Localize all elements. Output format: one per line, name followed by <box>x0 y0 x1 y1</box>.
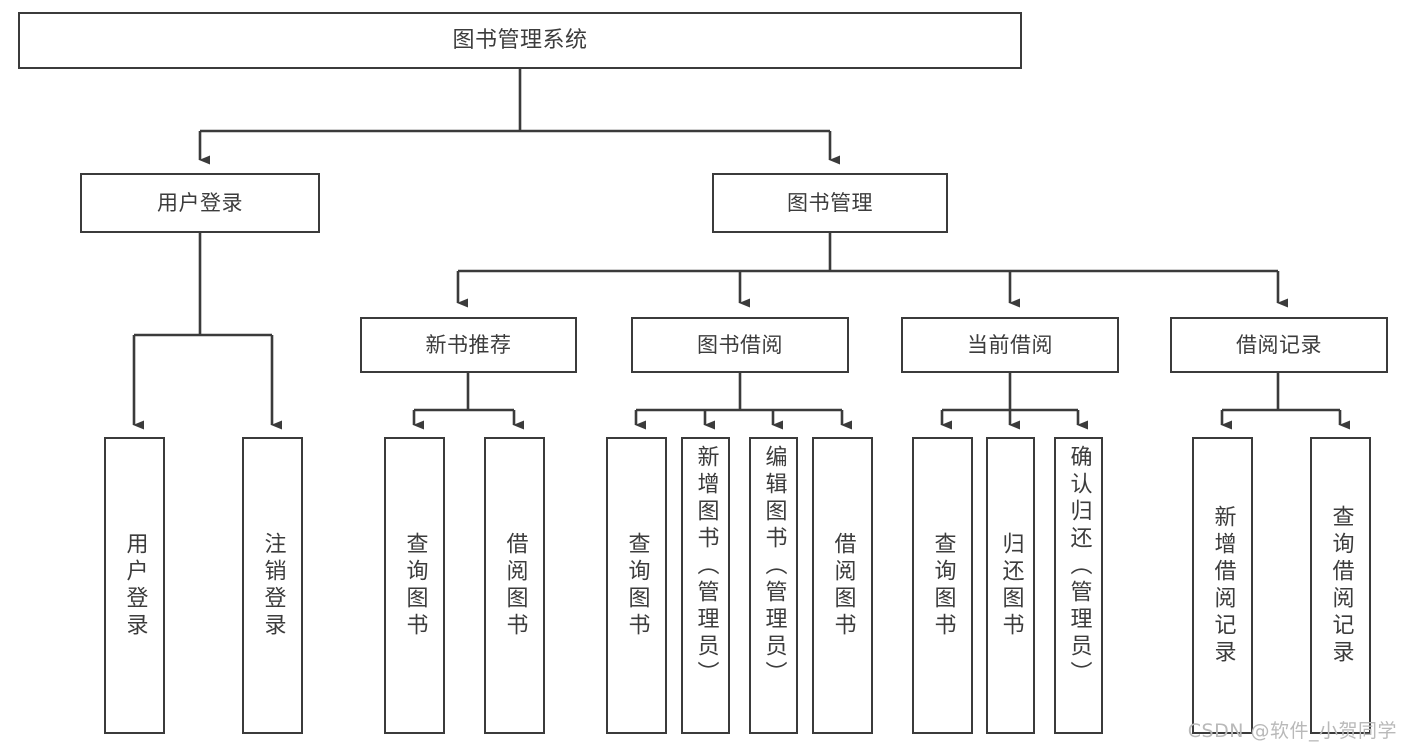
node-label: 图书管理 <box>787 190 873 215</box>
leaf-label: 用户登录 <box>122 531 148 640</box>
watermark-text: CSDN @软件_小贺同学 <box>1187 720 1397 742</box>
leaf-record-add-record[interactable]: 新增借阅记录 <box>1192 437 1253 734</box>
leaf-label: 新增借阅记录 <box>1210 504 1236 667</box>
leaf-label: 查询图书 <box>930 531 956 640</box>
leaf-borrow-edit-book-admin[interactable]: 编辑图书（管理员） <box>749 437 798 734</box>
node-new-book-recommend[interactable]: 新书推荐 <box>360 317 577 373</box>
leaf-label: 查询借阅记录 <box>1328 504 1354 667</box>
leaf-label: 查询图书 <box>624 531 650 640</box>
leaf-label: 新增图书（管理员） <box>693 445 719 688</box>
node-label: 图书借阅 <box>697 332 783 357</box>
leaf-user-login-logout[interactable]: 注销登录 <box>242 437 303 734</box>
leaf-current-confirm-return-admin[interactable]: 确认归还（管理员） <box>1054 437 1103 734</box>
node-borrow-record[interactable]: 借阅记录 <box>1170 317 1388 373</box>
node-root-system[interactable]: 图书管理系统 <box>18 12 1022 69</box>
leaf-label: 借阅图书 <box>502 531 528 640</box>
leaf-current-return-book[interactable]: 归还图书 <box>986 437 1035 734</box>
leaf-borrow-borrow-book[interactable]: 借阅图书 <box>812 437 873 734</box>
node-label: 用户登录 <box>157 190 243 215</box>
node-user-login[interactable]: 用户登录 <box>80 173 320 233</box>
node-book-borrow[interactable]: 图书借阅 <box>631 317 849 373</box>
node-book-management[interactable]: 图书管理 <box>712 173 948 233</box>
leaf-record-query-record[interactable]: 查询借阅记录 <box>1310 437 1371 734</box>
leaf-current-query-book[interactable]: 查询图书 <box>912 437 973 734</box>
node-label: 当前借阅 <box>967 332 1053 357</box>
node-current-borrow[interactable]: 当前借阅 <box>901 317 1119 373</box>
leaf-borrow-add-book-admin[interactable]: 新增图书（管理员） <box>681 437 730 734</box>
leaf-label: 确认归还（管理员） <box>1066 445 1092 688</box>
leaf-label: 编辑图书（管理员） <box>761 445 787 688</box>
leaf-recommend-borrow-book[interactable]: 借阅图书 <box>484 437 545 734</box>
leaf-label: 借阅图书 <box>830 531 856 640</box>
leaf-label: 查询图书 <box>402 531 428 640</box>
leaf-user-login-login[interactable]: 用户登录 <box>104 437 165 734</box>
leaf-label: 注销登录 <box>260 531 286 640</box>
node-label: 图书管理系统 <box>452 27 588 53</box>
leaf-label: 归还图书 <box>998 531 1024 640</box>
node-label: 新书推荐 <box>425 332 512 357</box>
leaf-borrow-query-book[interactable]: 查询图书 <box>606 437 667 734</box>
leaf-recommend-query-book[interactable]: 查询图书 <box>384 437 445 734</box>
node-label: 借阅记录 <box>1236 332 1322 357</box>
